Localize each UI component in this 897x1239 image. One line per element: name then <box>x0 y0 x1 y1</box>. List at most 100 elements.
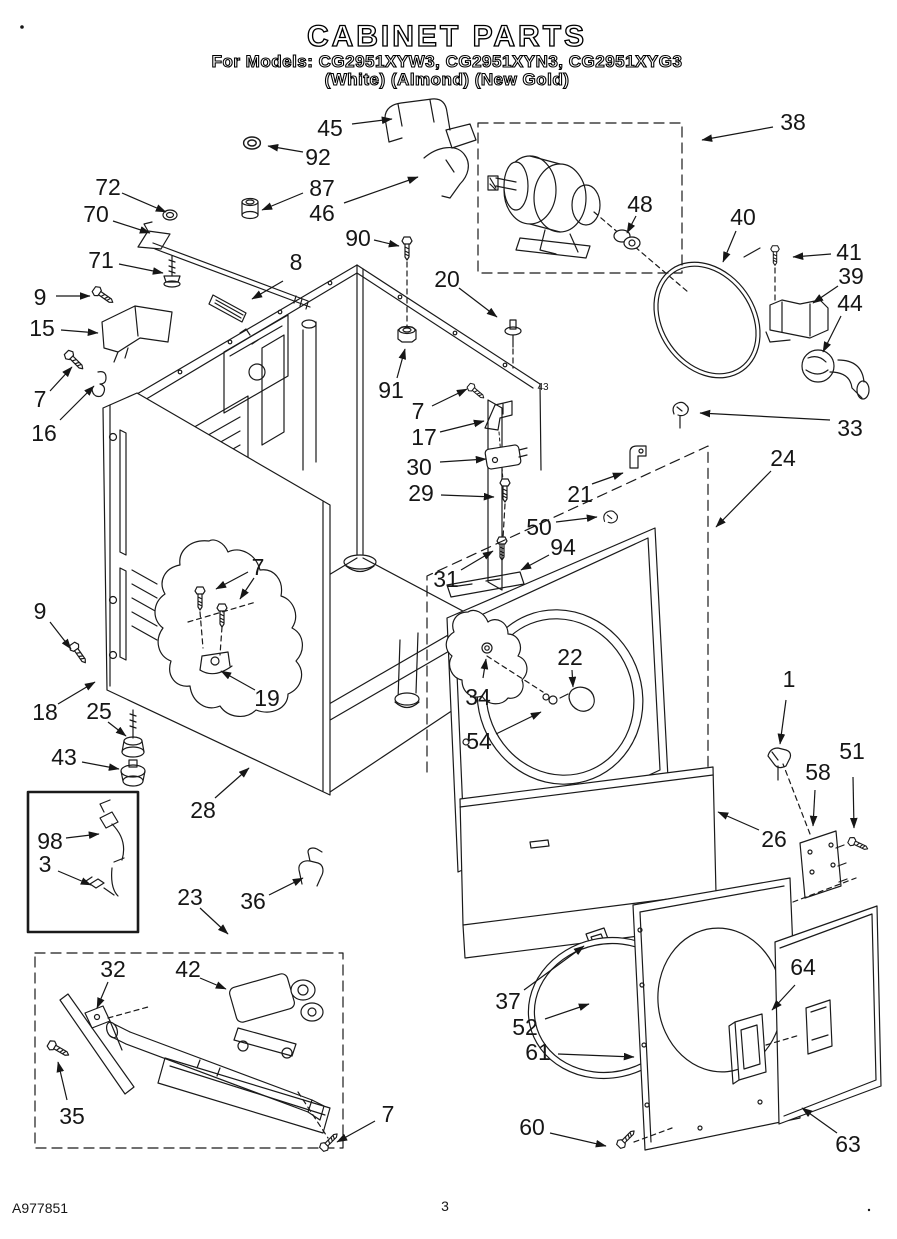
burner-box-23 <box>34 952 344 1149</box>
callout-label-29: 29 <box>408 480 434 506</box>
callout-label-36: 36 <box>240 888 266 914</box>
name-plate-8 <box>208 294 247 323</box>
toe-panel-26 <box>459 766 719 959</box>
callout-label-37: 37 <box>495 988 521 1014</box>
callout-label-63: 63 <box>835 1131 861 1157</box>
callout-arrow-54 <box>495 711 542 735</box>
clip-33 <box>672 401 689 417</box>
print-speck <box>867 1208 871 1212</box>
spacer-87 <box>241 197 259 220</box>
thermostat-30 <box>484 444 528 470</box>
page-title: CABINET PARTS <box>307 20 587 53</box>
callout-label-90: 90 <box>345 225 371 251</box>
callout-label-61: 61 <box>525 1039 551 1065</box>
callout-label-15: 15 <box>29 315 55 341</box>
callout-arrow-26 <box>717 811 760 831</box>
callout-arrow-7 <box>239 577 255 600</box>
print-speck <box>20 25 24 29</box>
screw-35 <box>45 1038 72 1060</box>
plate-94 <box>446 571 525 598</box>
callout-arrow-17 <box>439 419 485 433</box>
callout-arrow-19 <box>220 670 256 691</box>
centerline-29-31 <box>502 503 506 539</box>
callout-arrow-25 <box>107 721 127 737</box>
callout-label-43: 43 <box>51 744 77 770</box>
burner-tube <box>105 1021 325 1121</box>
leveling-screw-71 <box>163 255 181 288</box>
callout-label-3: 3 <box>39 851 52 877</box>
motor-assembly-38 <box>477 122 689 293</box>
callout-label-41: 41 <box>836 239 862 265</box>
callout-arrow-43 <box>81 761 120 771</box>
callout-label-8: 8 <box>290 249 303 275</box>
leveling-foot-25 <box>121 709 145 758</box>
callout-arrow-39 <box>812 285 839 304</box>
callout-arrow-22 <box>568 669 577 688</box>
callout-label-24: 24 <box>770 445 796 471</box>
seal-clamp-54 <box>542 686 595 712</box>
models-line: For Models: CG2951XYW3, CG2951XYN3, CG29… <box>212 52 683 71</box>
screw-9-bottom <box>67 640 91 667</box>
callout-arrow-60 <box>549 1132 607 1148</box>
callout-arrow-7 <box>215 571 249 590</box>
callout-arrow-15 <box>60 328 99 337</box>
callout-label-9: 9 <box>34 598 47 624</box>
callout-arrow-51 <box>849 776 858 829</box>
nut-48 <box>613 229 641 250</box>
clip-1 <box>767 747 792 781</box>
screw-90 <box>401 236 413 261</box>
callout-arrow-9 <box>49 621 72 650</box>
callout-label-7: 7 <box>382 1101 395 1127</box>
ring-92 <box>242 136 262 150</box>
sensor-3 <box>85 876 115 896</box>
callout-label-43: 43 <box>537 382 549 393</box>
callout-arrow-21 <box>591 472 624 485</box>
callout-arrow-1 <box>777 699 787 745</box>
callout-arrow-92 <box>267 143 304 153</box>
callout-label-54: 54 <box>466 728 492 754</box>
callout-label-87: 87 <box>309 175 335 201</box>
callout-label-17: 17 <box>411 424 437 450</box>
callout-label-34: 34 <box>465 684 491 710</box>
bracket-70-rod <box>137 221 311 310</box>
callout-arrow-7 <box>336 1120 376 1143</box>
callout-label-51: 51 <box>839 738 865 764</box>
callout-label-30: 30 <box>406 454 432 480</box>
callout-arrow-40 <box>722 230 737 263</box>
handle-centerline <box>765 1034 801 1046</box>
callout-label-33: 33 <box>837 415 863 441</box>
callout-label-22: 22 <box>557 644 583 670</box>
callout-label-44: 44 <box>837 290 863 316</box>
screw-51 <box>846 835 871 854</box>
callout-label-45: 45 <box>317 115 343 141</box>
clip-16 <box>91 371 107 398</box>
callout-label-18: 18 <box>32 699 58 725</box>
page-number: 3 <box>441 1198 449 1214</box>
callout-arrow-70 <box>112 220 151 234</box>
screw-60 <box>614 1126 639 1151</box>
group-outline-24 <box>426 445 709 922</box>
callout-label-16: 16 <box>31 420 57 446</box>
document-number: A977851 <box>12 1200 68 1216</box>
callout-arrow-24 <box>715 470 772 528</box>
callout-label-42: 42 <box>175 956 201 982</box>
callout-label-60: 60 <box>519 1114 545 1140</box>
callout-arrow-30 <box>439 455 487 464</box>
bracket-17 <box>484 400 513 431</box>
callout-arrow-18 <box>57 681 96 705</box>
callout-label-70: 70 <box>83 201 109 227</box>
callout-arrow-72 <box>121 192 167 213</box>
callout-label-91: 91 <box>378 377 404 403</box>
callout-label-20: 20 <box>434 266 460 292</box>
callout-label-1: 1 <box>783 666 796 692</box>
callout-label-50: 50 <box>526 514 552 540</box>
callout-arrow-23 <box>199 907 229 935</box>
callout-arrow-36 <box>268 877 304 896</box>
bracket-39 <box>765 299 829 343</box>
callout-arrow-71 <box>118 263 164 275</box>
screw-41 <box>770 245 780 266</box>
callout-label-32: 32 <box>100 956 126 982</box>
callout-arrow-31 <box>460 550 494 571</box>
